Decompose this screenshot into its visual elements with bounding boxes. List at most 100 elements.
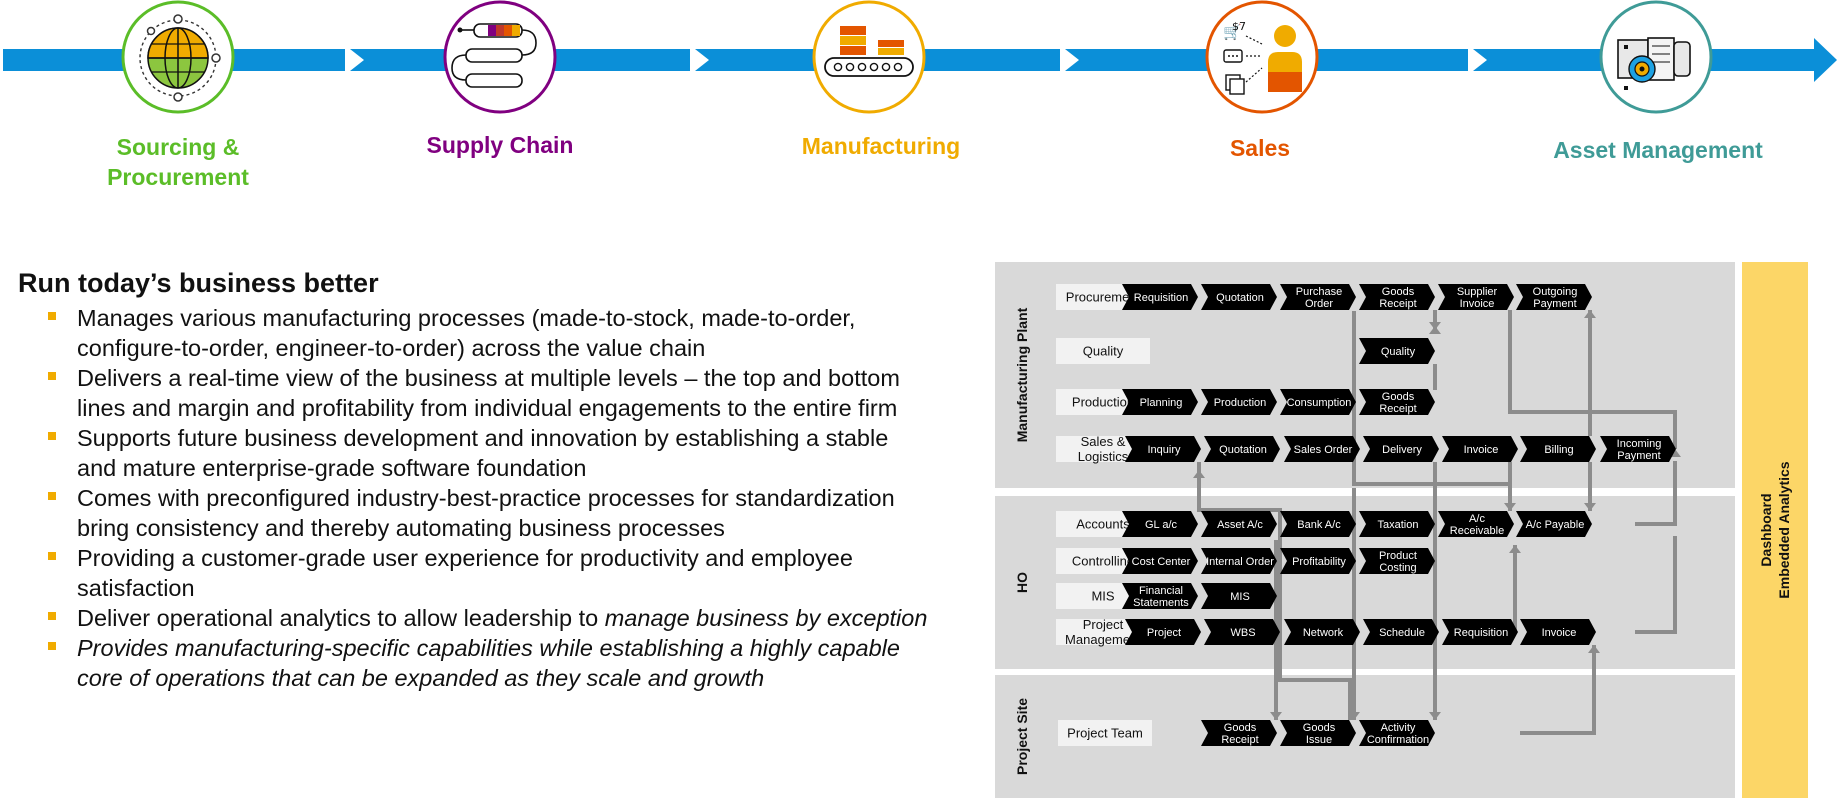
- process-step-label: Production: [1214, 397, 1267, 409]
- list-item-text: Providing a customer-grade user experien…: [77, 545, 853, 601]
- flow-arrowhead-icon: [1193, 470, 1205, 478]
- process-step-label: Consumption: [1287, 397, 1352, 409]
- process-step-label: Invoice: [1464, 444, 1499, 456]
- stage-label-asset-management: Asset Management: [1553, 137, 1763, 163]
- process-flow-icon: [451, 23, 537, 88]
- process-step-chevron: [1122, 548, 1198, 574]
- list-item-text: Comes with preconfigured industry-best-p…: [77, 485, 895, 541]
- bullet-square-icon: [48, 492, 56, 500]
- stage-label-supply-chain: Supply Chain: [426, 132, 574, 158]
- value-chain: 🛒 $7: [3, 0, 1837, 114]
- stage-label-sourcing: Sourcing & Procurement: [107, 134, 249, 190]
- bullet-square-icon: [48, 642, 56, 650]
- list-item: Supports future business development and…: [48, 423, 928, 483]
- process-step-chevron: [1442, 436, 1518, 462]
- process-step-label: Network: [1303, 627, 1344, 639]
- stage-asset-icon: [1599, 0, 1713, 114]
- process-step-label: GL a/c: [1145, 519, 1177, 531]
- process-step-chevron: [1284, 619, 1360, 645]
- process-step-chevron: [1125, 619, 1201, 645]
- process-step-chevron: [1201, 511, 1277, 537]
- process-step-chevron: [1204, 619, 1280, 645]
- flow-arrowhead-icon: [1588, 645, 1600, 653]
- flow-arrowhead-icon: [1429, 326, 1441, 334]
- list-item-text: Deliver operational analytics to allow l…: [77, 605, 605, 631]
- process-step-label: MIS: [1230, 591, 1250, 603]
- process-step-chevron: [1201, 389, 1277, 415]
- flow-arrowhead-icon: [1509, 545, 1521, 553]
- bullet-square-icon: [48, 612, 56, 620]
- process-step-chevron: [1280, 720, 1356, 746]
- process-step-label: Internal Order: [1206, 556, 1274, 568]
- flow-arrowhead-icon: [1429, 712, 1441, 720]
- embedded-analytics-panel: [1742, 262, 1808, 798]
- process-step-label: Quotation: [1216, 292, 1264, 304]
- process-step-chevron: [1438, 511, 1514, 537]
- row-label-box: [1056, 338, 1150, 364]
- flow-connector: [1508, 310, 1677, 449]
- list-item-text: Manages various manufacturing processes …: [77, 305, 856, 361]
- process-step-chevron: [1438, 284, 1514, 310]
- process-step-chevron: [1280, 389, 1356, 415]
- row-label-box: [1058, 720, 1152, 746]
- process-step-chevron: [1122, 511, 1198, 537]
- globe-icon: [139, 14, 221, 102]
- process-step-chevron: [1280, 548, 1356, 574]
- process-step-chevron: [1280, 511, 1356, 537]
- svg-text:🛒: 🛒: [1223, 23, 1242, 41]
- list-item: Comes with preconfigured industry-best-p…: [48, 483, 928, 543]
- process-step-label: Project: [1147, 627, 1181, 639]
- process-step-chevron: [1442, 619, 1518, 645]
- process-step-label: Cost Center: [1132, 556, 1191, 568]
- row-label: Controlling: [1072, 554, 1134, 569]
- process-step-chevron: [1516, 284, 1592, 310]
- process-step-chevron: [1359, 338, 1435, 364]
- process-step-chevron: [1122, 389, 1198, 415]
- flow-arrowhead-icon: [1270, 712, 1282, 720]
- salesperson-icon: 🛒 $7: [1223, 20, 1302, 95]
- flow-arrowhead-icon: [1584, 503, 1596, 511]
- process-step-chevron: [1363, 619, 1439, 645]
- process-step-label: Inquiry: [1147, 444, 1181, 456]
- flow-connector: [1635, 536, 1677, 634]
- process-step-chevron: [1359, 389, 1435, 415]
- process-step-label: Asset A/c: [1217, 519, 1263, 531]
- process-step-chevron: [1122, 583, 1198, 609]
- row-label: Project Team: [1067, 726, 1143, 741]
- flow-arrowhead-icon: [1348, 712, 1360, 720]
- list-item-emphasis: manage business by exception: [604, 605, 928, 631]
- bullet-square-icon: [48, 552, 56, 560]
- row-label: MIS: [1091, 589, 1114, 604]
- process-step-label: Schedule: [1379, 627, 1425, 639]
- bullet-square-icon: [48, 432, 56, 440]
- process-step-chevron: [1520, 436, 1596, 462]
- chain-arrow-head-icon: [1814, 38, 1837, 82]
- process-step-chevron: [1201, 583, 1277, 609]
- list-item: Delivers a real-time view of the busines…: [48, 363, 928, 423]
- feature-list: Manages various manufacturing processes …: [48, 303, 928, 693]
- stage-manufacturing-icon: [812, 0, 926, 114]
- process-step-chevron: [1600, 436, 1676, 462]
- process-step-label: Invoice: [1542, 627, 1577, 639]
- process-step-chevron: [1201, 720, 1277, 746]
- flow-connector: [1197, 462, 1352, 720]
- process-step-chevron: [1359, 720, 1435, 746]
- list-item: Provides manufacturing-specific capabili…: [48, 633, 928, 693]
- bullet-square-icon: [48, 372, 56, 380]
- flow-connector: [1352, 311, 1510, 486]
- process-step-chevron: [1284, 436, 1360, 462]
- process-step-chevron: [1201, 548, 1277, 574]
